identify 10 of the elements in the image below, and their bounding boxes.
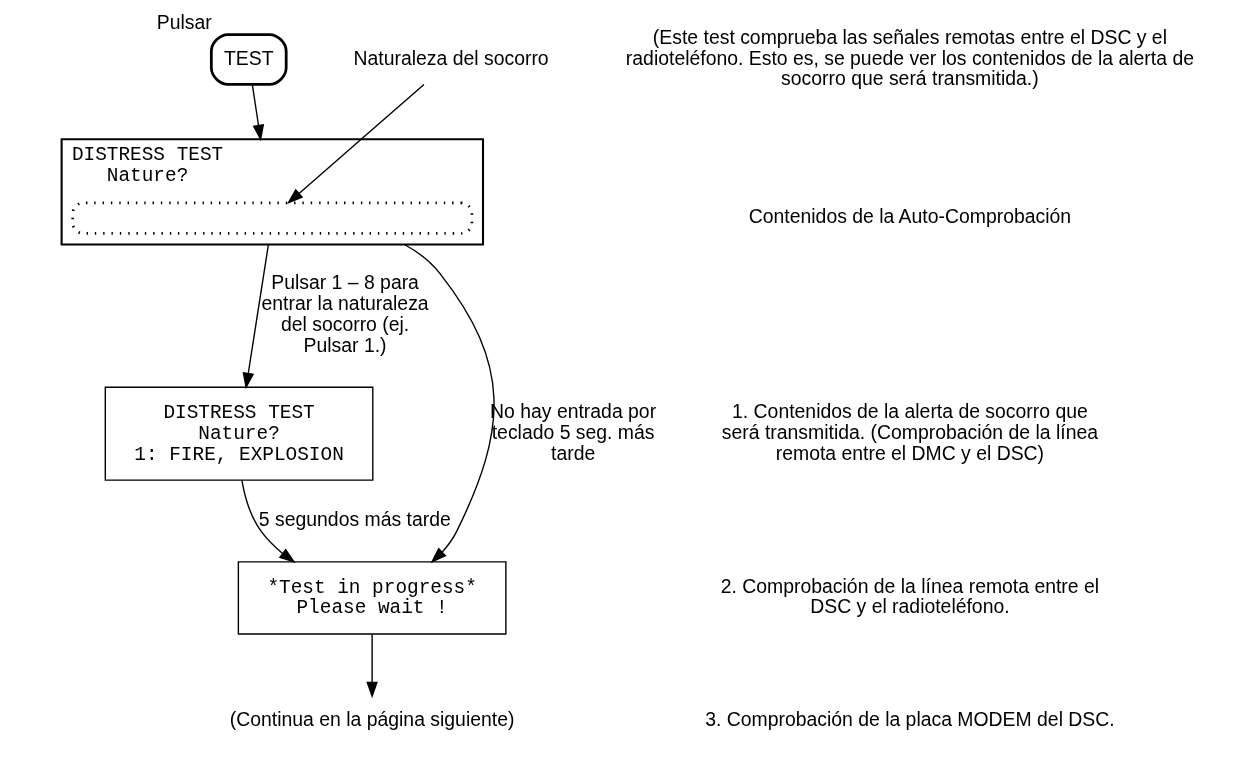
node-text: (Continua en la página siguiente) [229,708,514,731]
node-label: Pulsar [156,11,212,34]
edge-label: 5 segundos más tarde [258,508,451,531]
label: (Este test comprueba las señales remotas entre el DSC y el radioteléfono. Esto es, se puede ver los contenidos de la alerta de socorro que será transmitida.) [625,25,1194,90]
label: 3. Comprobación de la placa MODEM del DSC. [704,708,1115,731]
label: 1. Contenidos de la alerta de socorro que será transmitida. (Comprobación de la línea remota entre el DMC y el DSC) [721,400,1098,464]
label: 2. Comprobación de la línea remota entre el DSC y el radioteléfono. [720,574,1099,618]
node-text: Naturaleza del socorro [353,46,549,69]
label: Contenidos de la Auto-Comprobación [748,205,1071,228]
edge-label: Pulsar 1 – 8 para entrar la naturaleza del socorro (ej. Pulsar 1.) [261,271,429,356]
